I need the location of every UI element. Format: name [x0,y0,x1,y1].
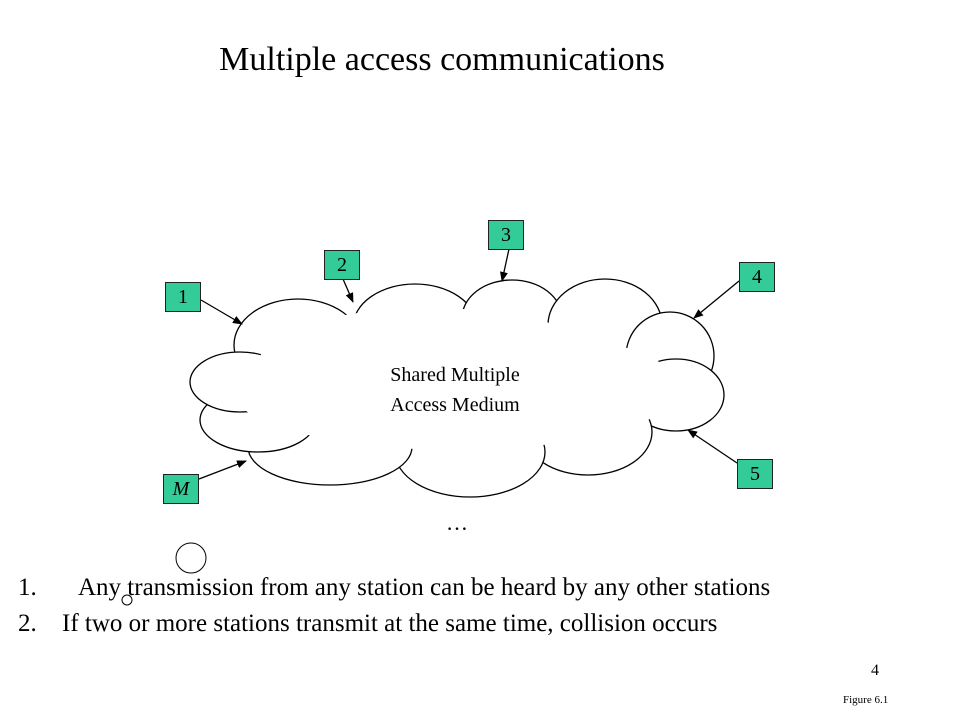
small-circle-small [121,594,133,606]
note-text: Any transmission from any station can be… [78,574,771,601]
medium-label-line2: Access Medium [390,394,520,416]
station-arrows [198,248,740,480]
station-2: 2 [324,250,360,280]
station-4: 4 [739,262,775,292]
arrow-station-5 [687,429,738,464]
station-5: 5 [737,459,773,489]
arrow-station-1 [200,299,243,325]
medium-label-line1: Shared Multiple [390,364,520,386]
station-1: 1 [165,282,201,312]
figure-label: Figure 6.1 [843,694,889,706]
arrow-station-2 [342,278,354,303]
station-m: M [163,474,199,504]
note-item-2: 2. If two or more stations transmit at th… [18,606,717,642]
ellipsis: … [446,510,468,535]
page-number: 4 [871,662,879,679]
small-circle-large [175,542,207,574]
arrow-station-m [198,460,247,480]
page-title: Multiple access communications [219,41,665,78]
arrow-station-4 [693,280,740,319]
station-3: 3 [488,220,524,250]
note-item-1: 1. Any transmission from any station can … [18,570,770,606]
arrow-station-3 [500,248,510,282]
note-text: If two or more stations transmit at the … [62,610,718,637]
note-number: 2. [18,610,37,637]
medium-label: Shared Multiple Access Medium [340,360,570,420]
note-number: 1. [18,574,37,601]
shared-medium-cloud [189,278,725,498]
